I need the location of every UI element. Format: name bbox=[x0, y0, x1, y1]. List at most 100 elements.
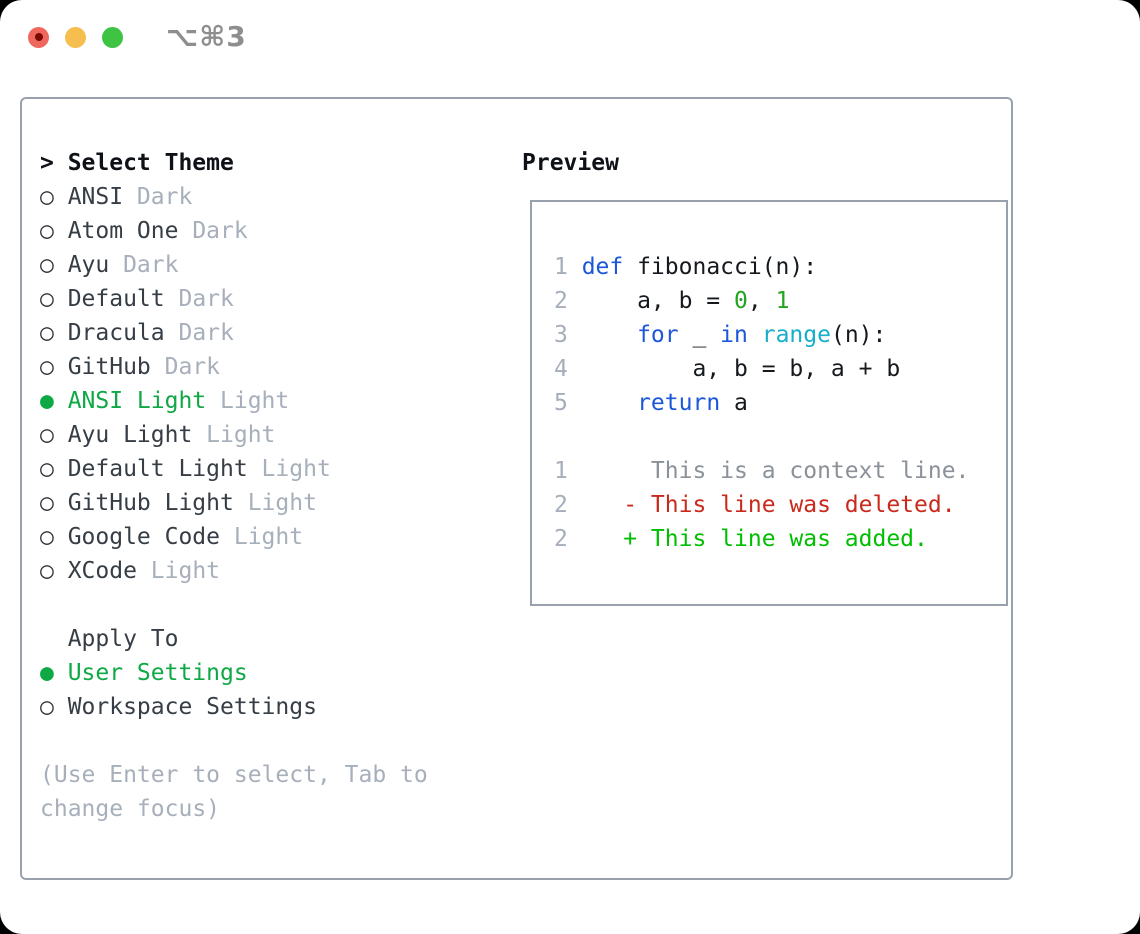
preview-code-line: 2 a, b = 0, 1 bbox=[554, 284, 1006, 318]
radio-unselected-icon: ○ bbox=[40, 218, 54, 244]
theme-variant: Dark bbox=[164, 320, 234, 346]
code-segment bbox=[748, 322, 762, 348]
zoom-button[interactable] bbox=[102, 26, 123, 48]
code-segment: range bbox=[761, 322, 831, 348]
code-segment: in bbox=[720, 322, 748, 348]
theme-variant: Light bbox=[136, 558, 221, 584]
radio-unselected-icon: ○ bbox=[40, 286, 54, 312]
preview-code-line: 3 for _ in range(n): bbox=[554, 318, 1006, 352]
radio-unselected-icon: ○ bbox=[40, 184, 54, 210]
code-segment: - This line was deleted. bbox=[623, 492, 956, 518]
theme-selector-panel: >Select Theme ○ANSI Dark○Atom One Dark○A… bbox=[20, 97, 1013, 880]
theme-name: ANSI Light bbox=[67, 388, 207, 414]
code-segment: a, b = bbox=[581, 288, 735, 314]
theme-option-ansi-light[interactable]: ● ANSI Light Light bbox=[40, 384, 428, 418]
line-number: 5 bbox=[554, 390, 568, 416]
theme-variant: Dark bbox=[109, 252, 179, 278]
theme-list-column: >Select Theme ○ANSI Dark○Atom One Dark○A… bbox=[40, 146, 428, 826]
preview-code-line: 1 def fibonacci(n): bbox=[554, 250, 1006, 284]
theme-option-ansi[interactable]: ○ ANSI Dark bbox=[40, 180, 428, 214]
code-segment bbox=[582, 322, 637, 348]
code-segment bbox=[582, 390, 637, 416]
radio-unselected-icon: ○ bbox=[40, 252, 54, 278]
preview-code-line bbox=[554, 420, 1006, 454]
theme-option-google-code[interactable]: ○Google Code Light bbox=[40, 520, 428, 554]
close-button[interactable] bbox=[28, 26, 49, 48]
radio-unselected-icon: ○ bbox=[40, 320, 54, 346]
theme-option-default[interactable]: ○ Default Dark bbox=[40, 282, 428, 316]
spacer-row bbox=[40, 588, 428, 622]
theme-variant: Dark bbox=[164, 286, 234, 312]
window-title: ⌥⌘3 bbox=[166, 20, 247, 53]
code-segment: _ bbox=[678, 322, 721, 348]
help-text-line: change focus) bbox=[40, 796, 221, 822]
code-segment bbox=[582, 492, 624, 518]
apply-option-user-settings[interactable]: ●User Settings bbox=[40, 656, 428, 690]
theme-name: Dracula bbox=[67, 320, 165, 346]
theme-variant: Light bbox=[247, 456, 331, 482]
code-segment: a bbox=[720, 390, 748, 416]
theme-list: ○ANSI Dark○Atom One Dark○Ayu Dark○Defaul… bbox=[40, 180, 428, 588]
theme-variant: Dark bbox=[123, 184, 193, 210]
theme-option-xcode[interactable]: ○ XCode Light bbox=[40, 554, 428, 588]
theme-name: Ayu Light bbox=[67, 422, 193, 448]
theme-name: XCode bbox=[67, 558, 137, 584]
theme-variant: Light bbox=[192, 422, 276, 448]
theme-name: Default Light bbox=[67, 456, 248, 482]
apply-to-options: ●User Settings○Workspace Settings bbox=[40, 656, 428, 724]
code-segment: def bbox=[581, 254, 624, 280]
select-theme-title: Select Theme bbox=[67, 150, 234, 176]
minimize-button[interactable] bbox=[65, 26, 86, 48]
radio-selected-icon: ● bbox=[40, 660, 54, 686]
theme-name: GitHub Light bbox=[67, 490, 234, 516]
code-segment: This is a context line. bbox=[581, 458, 970, 484]
cursor-icon: > bbox=[40, 150, 54, 176]
code-segment: 1 bbox=[775, 288, 790, 314]
preview-code-line: 1 This is a context line. bbox=[554, 454, 1006, 488]
window-titlebar: ⌥⌘3 bbox=[28, 20, 247, 53]
theme-option-github[interactable]: ○ GitHub Dark bbox=[40, 350, 428, 384]
theme-variant: Dark bbox=[150, 354, 221, 380]
code-segment: , bbox=[747, 288, 776, 314]
radio-unselected-icon: ○ bbox=[40, 524, 54, 550]
code-segment bbox=[582, 526, 624, 552]
code-segment: fibonacci(n): bbox=[623, 254, 818, 280]
theme-name: ANSI bbox=[67, 184, 124, 210]
preview-code-line: 2 - This line was deleted. bbox=[554, 488, 1006, 522]
theme-name: Default bbox=[67, 286, 165, 312]
radio-unselected-icon: ○ bbox=[40, 354, 54, 380]
radio-selected-icon: ● bbox=[40, 388, 54, 414]
theme-option-atom-one[interactable]: ○Atom One Dark bbox=[40, 214, 428, 248]
theme-name: GitHub bbox=[67, 354, 151, 380]
line-number: 2 bbox=[554, 492, 568, 518]
code-segment: return bbox=[637, 390, 721, 416]
theme-option-ayu-light[interactable]: ○Ayu Light Light bbox=[40, 418, 428, 452]
line-number: 3 bbox=[554, 322, 568, 348]
line-number: 4 bbox=[554, 356, 568, 382]
theme-variant: Dark bbox=[178, 218, 248, 244]
theme-option-github-light[interactable]: ○GitHub Light Light bbox=[40, 486, 428, 520]
apply-to-header: Apply To bbox=[40, 622, 428, 656]
code-segment: a, b = b, a + b bbox=[581, 356, 901, 382]
theme-option-default-light[interactable]: ○ Default Light Light bbox=[40, 452, 428, 486]
radio-unselected-icon: ○ bbox=[40, 558, 54, 584]
preview-code-line: 5 return a bbox=[554, 386, 1006, 420]
line-number: 1 bbox=[554, 254, 568, 280]
preview-title: Preview bbox=[522, 150, 619, 176]
code-segment: + This line was added. bbox=[623, 526, 928, 552]
apply-option-workspace-settings[interactable]: ○Workspace Settings bbox=[40, 690, 428, 724]
theme-variant: Light bbox=[206, 388, 290, 414]
line-number: 2 bbox=[554, 526, 568, 552]
theme-variant: Light bbox=[220, 524, 304, 550]
theme-option-ayu[interactable]: ○ Ayu Dark bbox=[40, 248, 428, 282]
radio-unselected-icon: ○ bbox=[40, 456, 54, 482]
code-segment: 0 bbox=[734, 288, 748, 314]
theme-variant: Light bbox=[233, 490, 317, 516]
theme-option-dracula[interactable]: ○ Dracula Dark bbox=[40, 316, 428, 350]
theme-name: Ayu bbox=[67, 252, 110, 278]
